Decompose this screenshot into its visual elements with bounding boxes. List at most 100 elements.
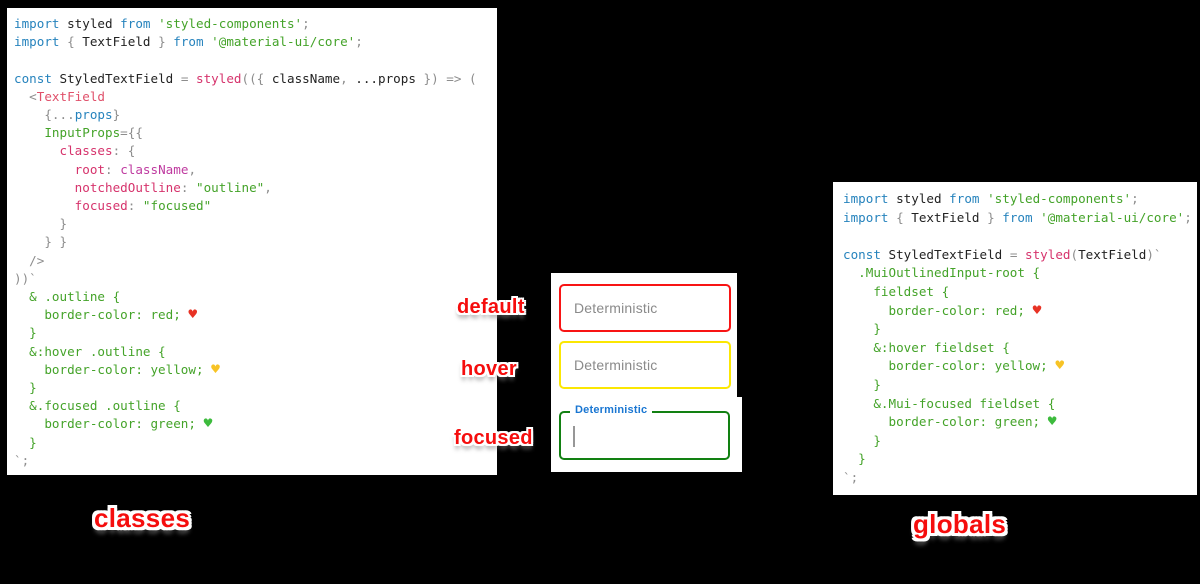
code-token: } xyxy=(14,380,37,396)
code-line: } xyxy=(843,432,1197,451)
yellow-heart-icon: ♥ xyxy=(1055,358,1065,375)
code-line: `; xyxy=(843,469,1197,488)
code-token: from xyxy=(949,191,988,206)
code-line xyxy=(843,227,1197,246)
code-token: `; xyxy=(843,469,859,485)
code-line: /> xyxy=(14,252,497,270)
green-heart-icon: ♥ xyxy=(1047,414,1057,431)
code-token: from xyxy=(1002,209,1041,225)
code-token: border-color: green; xyxy=(843,414,1048,430)
code-line: } xyxy=(14,324,497,342)
code-token: } xyxy=(14,325,37,341)
code-line: const StyledTextField = styled(TextField… xyxy=(843,246,1197,265)
left-code-snippet: import styled from 'styled-components';i… xyxy=(7,8,497,475)
code-line: } } xyxy=(14,233,497,251)
code-line: &:hover fieldset { xyxy=(843,339,1197,358)
code-line: import styled from 'styled-components'; xyxy=(843,190,1197,209)
label-classes: classes xyxy=(94,503,191,533)
code-token: ; xyxy=(1131,191,1139,206)
code-line: } xyxy=(14,215,497,233)
code-line: notchedOutline: "outline", xyxy=(14,179,497,197)
code-token: & .outline { xyxy=(14,289,121,305)
code-token: = xyxy=(180,70,196,86)
code-token xyxy=(14,89,29,104)
code-token: : xyxy=(105,161,121,177)
code-token: , xyxy=(188,161,197,177)
code-line: import { TextField } from '@material-ui/… xyxy=(14,33,497,51)
label-globals: globals xyxy=(913,509,1007,539)
code-token: { xyxy=(127,143,136,159)
code-token: {... xyxy=(44,107,75,123)
code-token: } } xyxy=(14,234,68,250)
code-token: from xyxy=(120,16,159,31)
code-line: border-color: red; ♥ xyxy=(843,302,1197,321)
yellow-heart-icon: ♥ xyxy=(211,361,220,378)
code-token: } xyxy=(14,216,68,232)
code-line: } xyxy=(14,379,497,397)
code-token xyxy=(14,107,44,122)
code-line: const StyledTextField = styled(({ classN… xyxy=(14,70,497,88)
code-line: ))` xyxy=(14,270,497,288)
textfield-default-state[interactable]: Deterministic xyxy=(559,284,731,332)
code-token: ))` xyxy=(14,270,37,286)
code-token: 'styled-components' xyxy=(987,191,1132,206)
code-token: const xyxy=(14,70,60,86)
code-token: = xyxy=(1009,246,1025,262)
code-token: TextField xyxy=(911,209,988,225)
code-token: className xyxy=(120,161,189,177)
code-line: `; xyxy=(14,452,497,470)
code-line: border-color: red; ♥ xyxy=(14,306,497,324)
code-token: } xyxy=(158,34,174,50)
code-token: `; xyxy=(14,452,30,468)
label-focused: focused xyxy=(454,427,533,449)
code-token: styled xyxy=(196,70,242,86)
code-token: } xyxy=(14,434,37,450)
textfield-focused-state[interactable]: Deterministic xyxy=(559,404,730,460)
green-heart-icon: ♥ xyxy=(203,416,213,433)
code-token: .MuiOutlinedInput-root { xyxy=(843,265,1041,281)
right-code-snippet: import styled from 'styled-components';i… xyxy=(833,182,1197,495)
code-token: : xyxy=(112,143,128,159)
code-line: } xyxy=(843,320,1197,339)
code-token: ; xyxy=(302,16,310,31)
code-token xyxy=(843,228,851,243)
code-token: className xyxy=(271,70,341,86)
code-token: fieldset { xyxy=(843,283,950,299)
code-token: classes xyxy=(59,143,113,159)
code-line: InputProps={{ xyxy=(14,124,497,142)
code-token: StyledTextField xyxy=(59,70,181,86)
code-line: classes: { xyxy=(14,142,497,160)
code-token xyxy=(14,162,75,177)
code-token: &.Mui-focused fieldset { xyxy=(843,395,1056,411)
code-token: notchedOutline xyxy=(74,179,181,195)
code-token: } xyxy=(112,107,121,123)
textfield-placeholder: Deterministic xyxy=(574,357,658,373)
code-token: import xyxy=(14,16,68,31)
code-token: from xyxy=(173,34,212,50)
code-token xyxy=(14,52,22,67)
code-token: &:hover fieldset { xyxy=(843,339,1010,355)
code-line: &:hover .outline { xyxy=(14,343,497,361)
code-line: } xyxy=(14,434,497,452)
code-token: import xyxy=(843,209,897,225)
code-line: border-color: yellow; ♥ xyxy=(843,357,1197,376)
code-line: border-color: green; ♥ xyxy=(843,413,1197,432)
code-line: } xyxy=(843,450,1197,469)
code-token: : xyxy=(127,198,143,214)
code-token: => xyxy=(446,70,470,86)
code-token: TextField xyxy=(36,88,106,104)
code-line: & .outline { xyxy=(14,288,497,306)
code-line: &.focused .outline { xyxy=(14,397,497,415)
text-cursor xyxy=(573,426,575,447)
code-line: <TextField xyxy=(14,88,497,106)
textfield-floating-label: Deterministic xyxy=(570,404,653,416)
code-token: styled xyxy=(67,16,121,31)
textfield-hover-state[interactable]: Deterministic xyxy=(559,341,731,389)
code-token: border-color: yellow; xyxy=(14,361,212,377)
code-token: } xyxy=(987,209,1003,225)
code-token: } xyxy=(843,321,881,337)
code-token: (({ xyxy=(241,70,272,86)
code-token: border-color: red; xyxy=(843,302,1033,318)
code-token: ...props xyxy=(355,70,424,86)
